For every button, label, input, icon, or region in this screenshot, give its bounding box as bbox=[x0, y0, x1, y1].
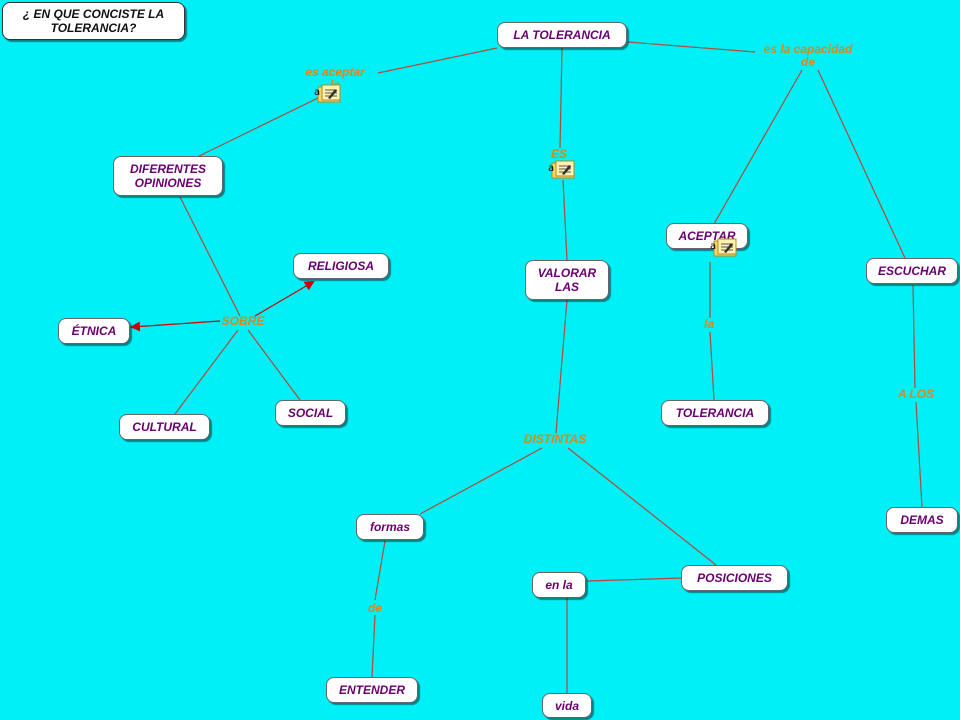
edge-de-entender bbox=[371, 614, 376, 678]
edge-sobre-social bbox=[247, 329, 301, 401]
edge-tolerancia-es bbox=[559, 47, 563, 149]
edge-formas-de bbox=[374, 540, 386, 601]
node-entender[interactable]: ENTENDER bbox=[326, 677, 418, 703]
edge-distintas-formas bbox=[419, 447, 543, 515]
node-diferentes-opiniones[interactable]: DIFERENTES OPINIONES bbox=[113, 156, 223, 196]
label-distintas: DISTINTAS bbox=[523, 432, 587, 446]
edge-diferentes-sobre bbox=[179, 196, 241, 317]
svg-text:a: a bbox=[548, 163, 554, 174]
node-vida[interactable]: vida bbox=[542, 693, 592, 718]
svg-text:a: a bbox=[710, 241, 716, 252]
edge-capacidad-aceptar bbox=[713, 69, 803, 225]
note-icon[interactable]: a bbox=[548, 160, 576, 180]
node-en-la[interactable]: en la bbox=[532, 572, 586, 598]
node-religiosa[interactable]: RELIGIOSA bbox=[293, 253, 389, 279]
note-icon[interactable]: a bbox=[314, 84, 342, 104]
edge-sobre-religiosa bbox=[254, 280, 315, 317]
node-valorar-las[interactable]: VALORAR LAS bbox=[525, 260, 609, 300]
label-sobre: SOBRE bbox=[221, 314, 265, 328]
edge-sobre-etnica bbox=[130, 320, 221, 332]
concept-title[interactable]: ¿ EN QUE CONCISTE LA TOLERANCIA? bbox=[2, 2, 185, 40]
edge-la-tolerancia bbox=[709, 331, 715, 401]
note-icon[interactable]: a bbox=[710, 238, 738, 258]
node-cultural[interactable]: CULTURAL bbox=[119, 414, 210, 440]
label-la: la bbox=[703, 317, 714, 331]
node-formas[interactable]: formas bbox=[356, 514, 424, 540]
label-es: ES bbox=[550, 147, 567, 161]
svg-text:a: a bbox=[314, 87, 320, 98]
node-etnica[interactable]: ÉTNICA bbox=[58, 318, 130, 344]
node-demas[interactable]: DEMAS bbox=[886, 507, 958, 533]
edge-es-valorar bbox=[562, 179, 568, 261]
edge-tolerancia-es-aceptar bbox=[377, 47, 498, 74]
node-aceptar[interactable]: ACEPTAR bbox=[666, 223, 748, 249]
node-la-tolerancia[interactable]: LA TOLERANCIA bbox=[497, 22, 627, 48]
label-de: de bbox=[367, 601, 382, 615]
edge-distintas-posiciones bbox=[567, 447, 717, 566]
node-posiciones[interactable]: POSICIONES bbox=[681, 565, 788, 591]
node-social[interactable]: SOCIAL bbox=[275, 400, 346, 426]
edge-sobre-cultural bbox=[174, 329, 239, 415]
edge-escuchar-alos bbox=[912, 284, 916, 389]
edge-alos-demas bbox=[915, 401, 923, 508]
edge-valorar-distintas bbox=[555, 299, 568, 434]
edge-capacidad-escuchar bbox=[817, 69, 906, 259]
label-a-los: A LOS bbox=[897, 387, 935, 401]
edge-posiciones-enla bbox=[586, 577, 684, 582]
edge-es-aceptar-diferentes bbox=[194, 97, 319, 159]
edge-tolerancia-capacidad bbox=[627, 41, 756, 53]
node-tolerancia[interactable]: TOLERANCIA bbox=[661, 400, 769, 426]
label-es-capacidad: es la capacidad de bbox=[763, 42, 853, 69]
node-escuchar[interactable]: ESCUCHAR bbox=[866, 258, 958, 284]
